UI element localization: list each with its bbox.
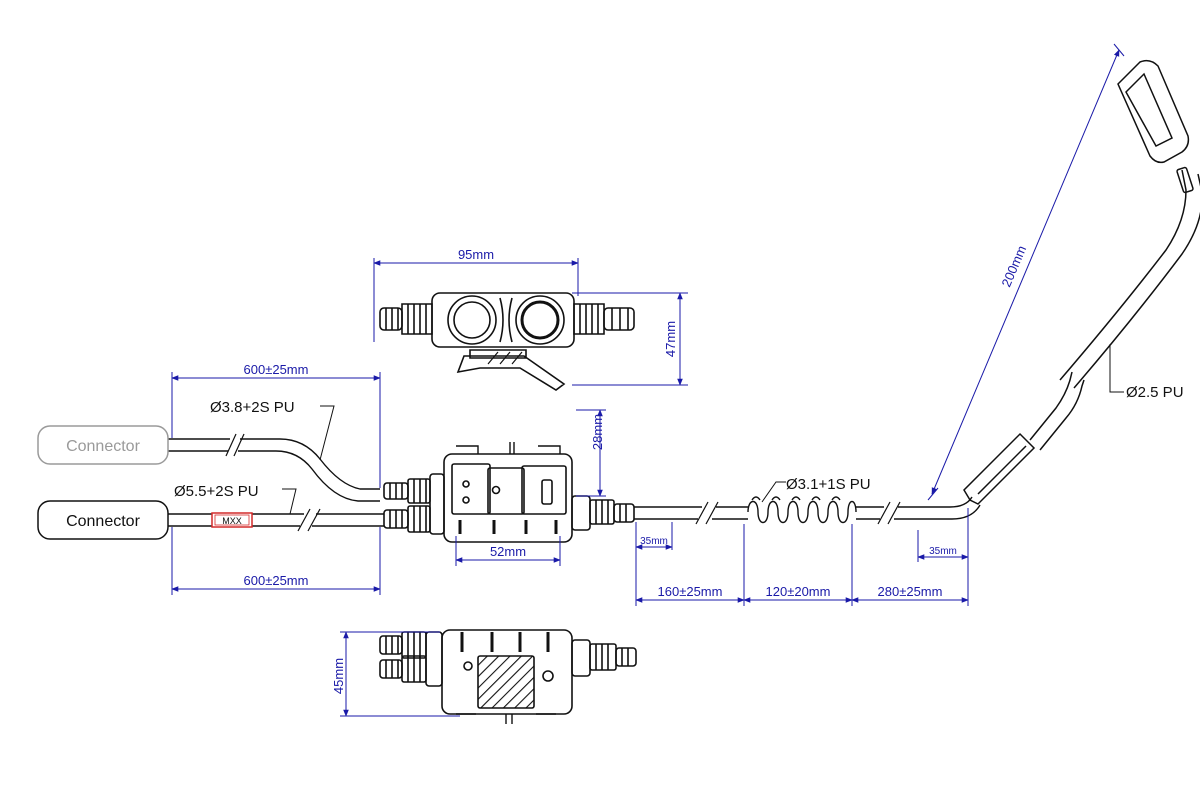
boom-cable-spec: Ø2.5 PU xyxy=(1126,384,1184,401)
bottom-view-dimensions xyxy=(340,631,460,717)
dim-lower-cable-length: 600±25mm xyxy=(244,573,309,588)
boom-mic-head xyxy=(1117,59,1190,164)
dim-seg3: 280±25mm xyxy=(878,584,943,599)
lower-cable-spec: Ø5.5+2S PU xyxy=(174,483,259,500)
top-view xyxy=(379,292,635,391)
upper-connector-label: Connector xyxy=(66,438,140,455)
top-button-left xyxy=(447,295,497,345)
right-cable-dimensions xyxy=(635,43,1125,606)
main-left-strain-reliefs xyxy=(383,473,445,535)
boom-base xyxy=(963,432,1036,505)
dim-boom-length: 200mm xyxy=(998,243,1029,289)
lower-connector xyxy=(37,500,169,540)
dim-top-width: 95mm xyxy=(458,247,494,262)
top-left-strain-relief xyxy=(379,303,433,335)
dim-seg1: 160±25mm xyxy=(658,584,723,599)
top-clip xyxy=(456,349,566,391)
cable-tag-label: MXX xyxy=(222,516,242,526)
top-button-right xyxy=(515,295,565,345)
dim-main-width: 52mm xyxy=(490,544,526,559)
bottom-right-strain-relief xyxy=(571,639,637,677)
right-cable xyxy=(634,496,981,525)
top-right-strain-relief xyxy=(573,303,635,335)
main-view xyxy=(383,442,635,543)
bottom-left-strain-reliefs xyxy=(379,631,443,687)
coiled-cable xyxy=(747,496,857,524)
bottom-hatched-panel xyxy=(477,655,535,709)
dim-seg2: 120±20mm xyxy=(766,584,831,599)
left-cable-dimensions xyxy=(171,372,381,595)
upper-cable-spec: Ø3.8+2S PU xyxy=(210,399,295,416)
dim-bottom-height: 45mm xyxy=(331,658,346,694)
dim-upper-cable-length: 600±25mm xyxy=(244,362,309,377)
upper-connector xyxy=(37,425,169,465)
top-view-dimensions xyxy=(373,258,688,386)
cable-tag: MXX xyxy=(211,512,253,528)
dim-top-height: 47mm xyxy=(663,321,678,357)
main-view-dimensions xyxy=(455,409,606,566)
dim-small-right: 35mm xyxy=(929,546,957,557)
dim-main-height: 28mm xyxy=(590,414,605,450)
dim-small-left: 35mm xyxy=(640,536,668,547)
main-right-strain-relief xyxy=(571,495,635,531)
coil-cable-spec: Ø3.1+1S PU xyxy=(786,476,871,493)
lower-connector-label: Connector xyxy=(66,513,140,530)
lower-cable xyxy=(168,513,384,527)
bottom-view xyxy=(379,629,637,724)
